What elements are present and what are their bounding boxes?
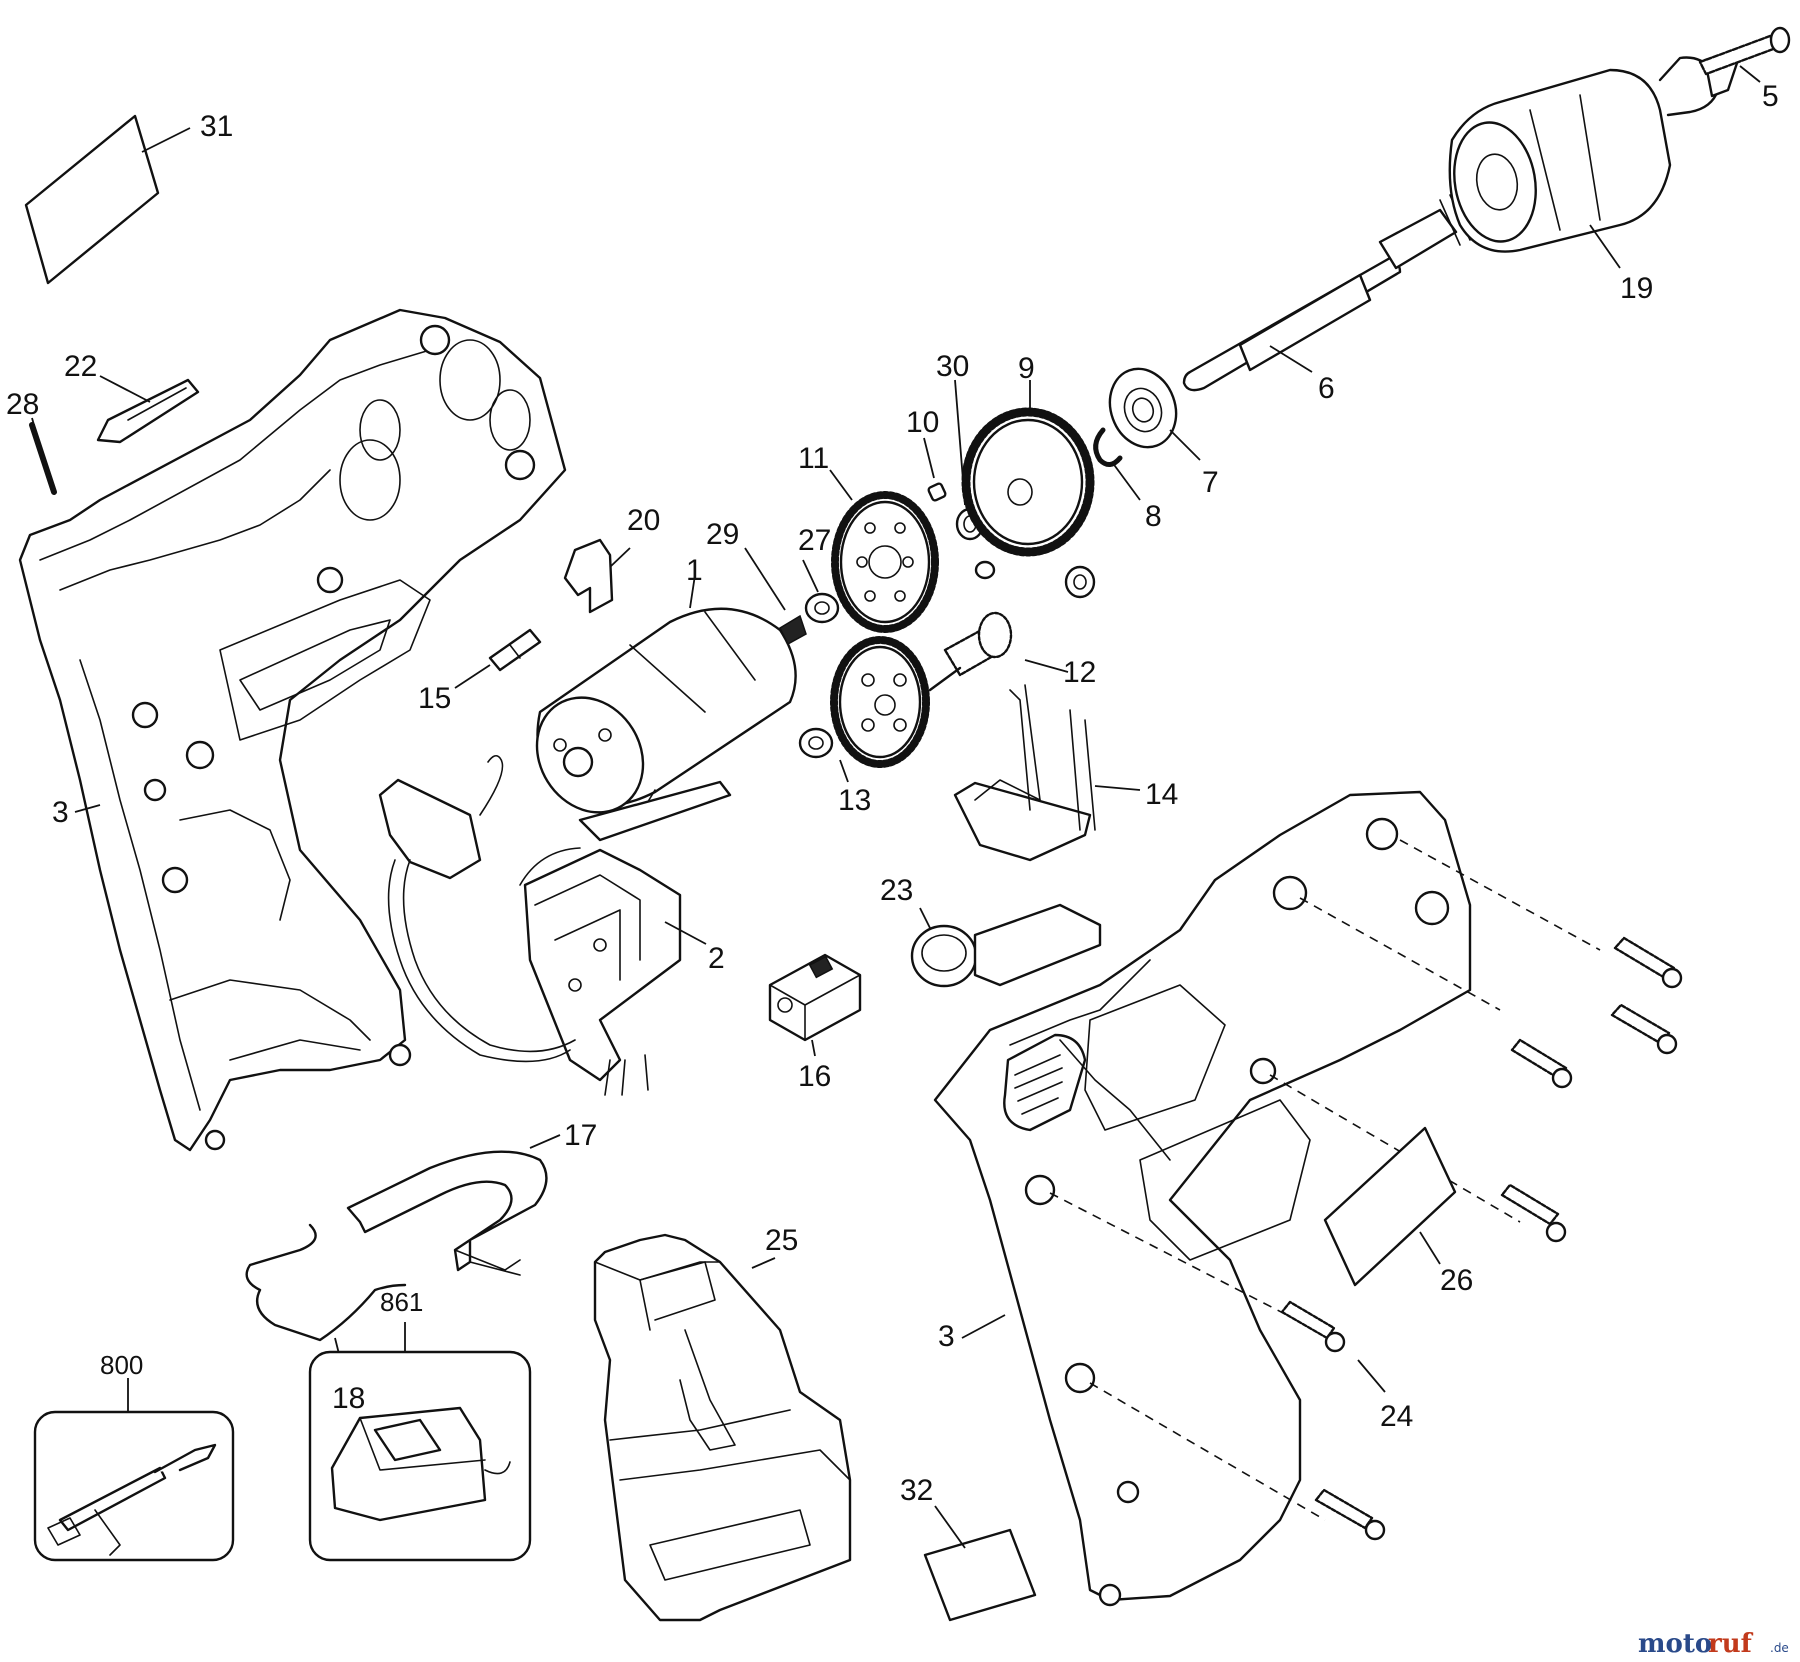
callout-800: 800 — [100, 1350, 143, 1380]
part-15-connector — [454, 628, 542, 689]
callout-17: 17 — [564, 1119, 597, 1152]
part-14-bracket — [953, 684, 1141, 862]
part-23-trigger — [910, 903, 1102, 988]
part-16-terminal-block — [768, 953, 862, 1057]
callout-25: 25 — [765, 1224, 798, 1257]
callout-15: 15 — [418, 682, 451, 715]
callout-5: 5 — [1762, 80, 1779, 113]
part-17-clip — [346, 1134, 561, 1276]
callout-9: 9 — [1018, 352, 1035, 385]
part-5-screw — [1698, 26, 1791, 83]
part-31-label — [24, 114, 191, 285]
callout-27: 27 — [798, 524, 831, 557]
part-19-chuck — [1448, 46, 1744, 269]
part-3-housing-right — [933, 790, 1472, 1607]
callout-6: 6 — [1318, 372, 1335, 405]
watermark-suffix: .de — [1770, 1641, 1789, 1655]
part-20-clip — [563, 538, 631, 614]
part-24-screws — [1280, 936, 1683, 1541]
part-9-gear — [961, 380, 1095, 557]
bushing — [1064, 565, 1096, 599]
watermark-part-a: moto — [1638, 1629, 1712, 1659]
callout-1: 1 — [686, 554, 703, 587]
callout-8: 8 — [1145, 500, 1162, 533]
callout-20: 20 — [627, 504, 660, 537]
spacer — [974, 560, 996, 580]
part-11-gear — [829, 469, 939, 633]
callout-32: 32 — [900, 1474, 933, 1507]
callout-13: 13 — [838, 784, 871, 817]
callout-23: 23 — [880, 874, 913, 907]
part-12-gear-set — [830, 611, 1069, 768]
watermark: moto ruf .de — [1638, 1629, 1789, 1659]
callout-28: 28 — [6, 388, 39, 421]
watermark-part-b: ruf — [1708, 1629, 1754, 1659]
callout-16: 16 — [798, 1060, 831, 1093]
part-2-switch — [378, 754, 732, 1096]
part-6-spindle — [1182, 189, 1479, 392]
part-1-motor — [535, 574, 807, 816]
part-25-battery-pack — [593, 1233, 852, 1622]
callout-26: 26 — [1440, 1264, 1473, 1297]
part-13-bearing — [798, 727, 849, 783]
callout-14: 14 — [1145, 778, 1178, 811]
callout-7: 7 — [1202, 466, 1219, 499]
part-800-accessory — [33, 1378, 235, 1562]
callout-30: 30 — [936, 350, 969, 383]
screw-alignment-lines — [1049, 839, 1601, 1521]
callout-labels: 1 2 3 3 5 6 7 8 9 10 11 12 13 14 15 16 1… — [6, 80, 1779, 1507]
part-27-bearing — [802, 559, 840, 624]
callout-24: 24 — [1380, 1400, 1413, 1433]
callout-19: 19 — [1620, 272, 1653, 305]
part-29-leader — [744, 547, 786, 611]
callout-3-left: 3 — [52, 796, 69, 829]
part-32-label — [923, 1505, 1037, 1622]
callout-12: 12 — [1063, 656, 1096, 689]
callout-2: 2 — [708, 942, 725, 975]
part-26-label — [1323, 1126, 1457, 1287]
part-8-retaining-ring — [1093, 427, 1141, 501]
callout-18: 18 — [332, 1382, 365, 1415]
part-861-charger — [308, 1322, 532, 1562]
part-3-housing-left — [18, 308, 567, 1152]
callout-3-right: 3 — [938, 1320, 955, 1353]
callout-861: 861 — [380, 1287, 423, 1317]
callout-22: 22 — [64, 350, 97, 383]
part-22-screwdriver-bit — [96, 375, 200, 444]
part-28-pin — [29, 417, 57, 495]
callout-29: 29 — [706, 518, 739, 551]
part-10-pin — [923, 437, 947, 502]
callout-11: 11 — [798, 442, 829, 475]
callout-10: 10 — [906, 406, 939, 439]
callout-31: 31 — [200, 110, 233, 143]
part-7-bearing — [1108, 367, 1201, 461]
